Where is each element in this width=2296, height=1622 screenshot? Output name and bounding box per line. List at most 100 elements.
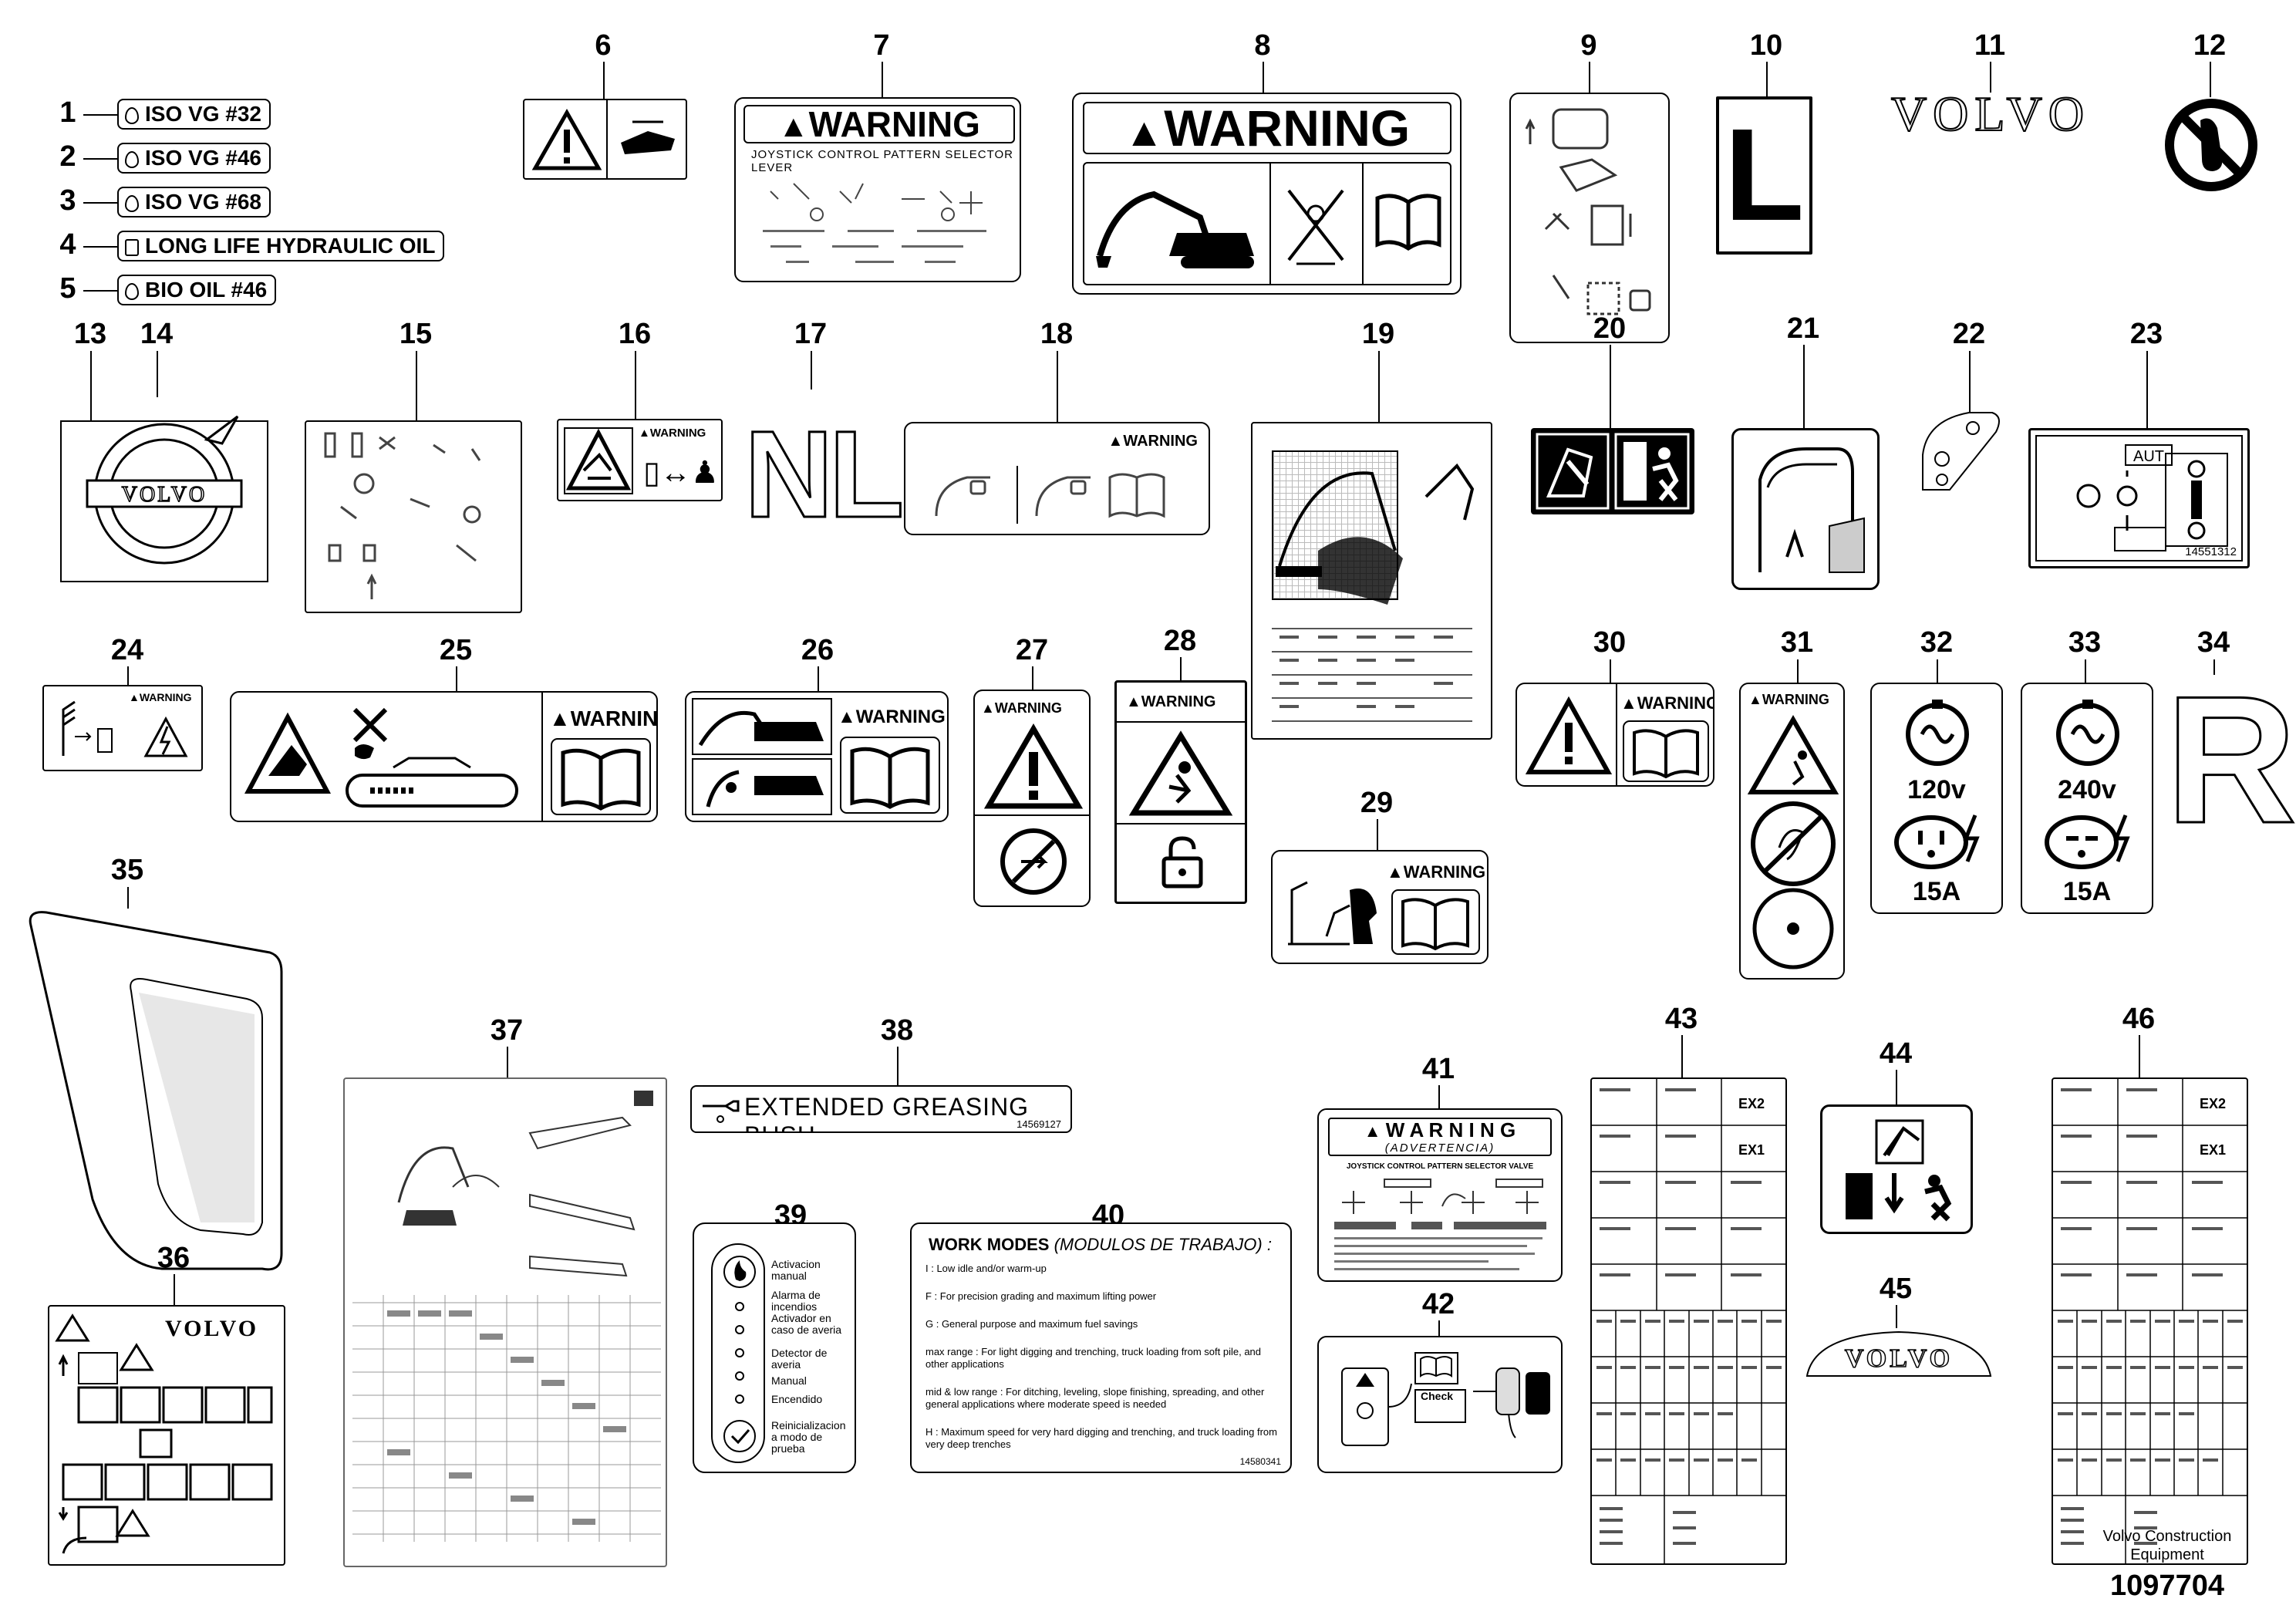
oil-label-iso-vg-32: ISO VG #32 <box>117 99 271 130</box>
decal-46: EX2 EX1 <box>2052 1077 2248 1565</box>
decal-21 <box>1731 428 1880 590</box>
item-number-20: 20 <box>1593 312 1627 345</box>
item-number-6: 6 <box>595 29 612 62</box>
decal-29: ▲WARNING <box>1271 850 1489 964</box>
lift-capacity-chart <box>352 1091 661 1542</box>
leader-line <box>1438 1320 1440 1336</box>
warning-header: ▲WARNING <box>549 706 658 730</box>
hand-crush-icon <box>621 120 675 154</box>
item-number-45: 45 <box>1879 1273 1913 1305</box>
voltage-label: 240v <box>2058 775 2116 804</box>
crush-hazard-triangle-icon <box>564 427 633 494</box>
leader-line <box>2213 659 2215 675</box>
decal-6 <box>523 99 687 180</box>
item-number-17: 17 <box>794 318 828 350</box>
alarm-panel-outline <box>711 1243 765 1463</box>
fuse-code-ex2: EX2 <box>2200 1096 2227 1111</box>
item-number-37: 37 <box>490 1014 524 1047</box>
decal-19 <box>1251 422 1492 740</box>
leader-line <box>811 351 812 389</box>
joystick-pattern-diagram <box>763 183 986 263</box>
manual-book-icon <box>1375 194 1441 251</box>
decal-15 <box>305 420 522 613</box>
item-number-18: 18 <box>1040 318 1074 350</box>
check-label: Check <box>1421 1390 1454 1402</box>
maintenance-diagram <box>324 432 481 599</box>
leader-line <box>1797 659 1799 683</box>
warning-header: ▲WARNING <box>639 427 706 440</box>
item-number-26: 26 <box>801 634 834 666</box>
manual-book-icon <box>1623 720 1709 782</box>
decal-33: 240v 15A <box>2021 683 2153 914</box>
item-number-13: 13 <box>73 318 107 350</box>
fuse-box-chart <box>1592 1079 1785 1563</box>
leader-line <box>90 351 92 422</box>
part-number-38: 14569127 <box>1017 1118 1061 1130</box>
leader-line <box>127 666 129 696</box>
decal-10: L <box>1716 96 1812 255</box>
fuse-code-ex1: EX1 <box>1738 1142 1765 1158</box>
decal-28: ▲WARNING <box>1114 680 1247 904</box>
amperage-label: 15A <box>2062 877 2112 906</box>
work-mode-line: mid & low range : For ditching, leveling… <box>925 1386 1265 1410</box>
no-seatbelt-release-icon <box>1000 828 1067 895</box>
item-number-32: 32 <box>1920 626 1954 659</box>
warning-header: ▲WARNING <box>1387 862 1486 882</box>
leader-line <box>1610 659 1611 683</box>
power-socket-icon <box>1894 814 1980 869</box>
volvo-badge-text: VOLVO <box>1845 1344 1953 1373</box>
leader-line <box>1057 351 1058 422</box>
decal-13 <box>60 420 268 582</box>
leader-line <box>1377 819 1378 850</box>
manual-book-icon <box>1391 889 1480 955</box>
decal-22 <box>1922 412 2000 491</box>
power-line-distance-icon <box>62 700 113 756</box>
pictogram-panel <box>1083 162 1451 285</box>
warning-exclamation-icon <box>1525 696 1613 774</box>
leader-line <box>83 158 117 160</box>
item-number-42: 42 <box>1421 1288 1455 1320</box>
warning-triangle-icon <box>531 108 602 170</box>
alarm-label: Detector de averia <box>771 1347 828 1371</box>
manual-book-icon <box>840 737 940 814</box>
leader-line <box>157 351 158 397</box>
leader-line <box>1969 351 1971 413</box>
volvo-mark-text: VOLVO <box>122 483 207 507</box>
decal-9 <box>1509 93 1670 343</box>
inner-frame <box>2035 435 2243 561</box>
leader-line <box>818 666 819 691</box>
item-number-33: 33 <box>2068 626 2102 659</box>
warning-header: ▲WARNING <box>1126 693 1216 710</box>
decal-8: ▲WARNING <box>1072 93 1462 295</box>
decal-40: WORK MODES (MODULOS DE TRABAJO) : I : Lo… <box>910 1222 1292 1473</box>
item-number-27: 27 <box>1015 634 1049 666</box>
letter-r-label: R <box>2165 658 2296 861</box>
item-number-12: 12 <box>2193 29 2227 62</box>
warning-header: ▲WARNING <box>981 700 1062 716</box>
item-number-36: 36 <box>157 1242 190 1274</box>
joystick-valve-diagram <box>1334 1179 1546 1270</box>
leader-line <box>2085 659 2086 683</box>
alarm-label: Reinicializacion a modo de prueba <box>771 1419 846 1455</box>
decal-39: Activacion manual Alarma de incendios Ac… <box>693 1222 856 1473</box>
leader-line <box>2210 62 2211 97</box>
electric-hazard-icon <box>143 716 188 757</box>
oil-label-iso-vg-46: ISO VG #46 <box>117 143 271 174</box>
leader-line <box>2139 1035 2140 1077</box>
no-step-icon <box>2165 99 2257 191</box>
grease-gun-icon <box>703 1100 740 1123</box>
water-separator-diagram <box>1341 1352 1550 1446</box>
leader-line <box>1766 62 1768 96</box>
part-number-23: 14551312 <box>2185 545 2237 558</box>
decal-42: Check <box>1317 1336 1563 1473</box>
warning-header: ▲WARNING <box>743 105 1015 143</box>
leader-line <box>127 887 129 909</box>
joystick-pattern-caption: JOYSTICK CONTROL PATTERN SELECTOR LEVER <box>751 148 1013 174</box>
item-number-21: 21 <box>1786 312 1820 345</box>
leader-line <box>456 666 457 691</box>
item-number-9: 9 <box>1580 29 1597 62</box>
warning-header: ▲WARNING <box>1748 692 1829 707</box>
leader-line <box>83 290 117 292</box>
oil-can-icon <box>125 238 139 256</box>
oil-label-long-life: LONG LIFE HYDRAULIC OIL <box>117 231 445 261</box>
